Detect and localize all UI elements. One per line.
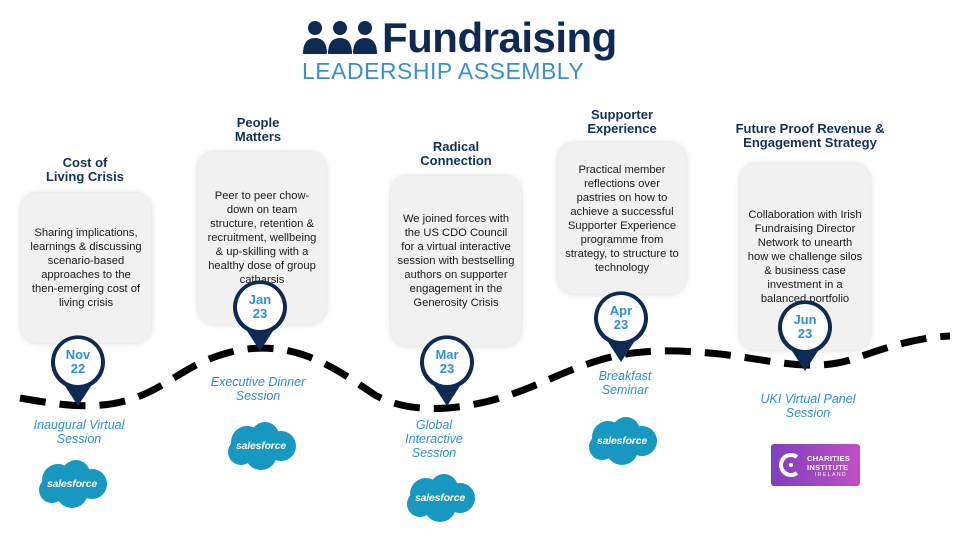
pin-year: 23 (797, 326, 813, 341)
pin-year: 23 (439, 361, 455, 376)
event-card: Peer to peer chow-down on team structure… (198, 152, 326, 324)
brand-subtitle: LEADERSHIP ASSEMBLY (302, 58, 585, 84)
salesforce-label: salesforce (415, 492, 465, 504)
charities-c-icon (779, 453, 799, 477)
date-pin: Apr 23 (591, 290, 651, 364)
pin-year: 22 (70, 361, 86, 376)
event-description: Collaboration with Irish Fundraising Dir… (747, 209, 863, 305)
event-description: We joined forces with the US CDO Council… (397, 213, 515, 309)
charities-line3: IRELAND (815, 472, 848, 478)
event-type: Executive Dinner Session (210, 375, 306, 403)
pin-month: Jan (248, 292, 272, 307)
people-group-icon (303, 21, 377, 54)
date-pin: Jan 23 (230, 279, 290, 353)
event-type: UKI Virtual Panel Session (760, 392, 856, 420)
pin-month: Jun (793, 312, 817, 327)
charities-institute-logo: CHARITIES INSTITUTE IRELAND (771, 444, 860, 486)
event-heading: People Matters (234, 115, 282, 144)
event-card: We joined forces with the US CDO Council… (391, 176, 521, 346)
event-card: Sharing implications, learnings & discus… (21, 193, 151, 343)
charities-line1: CHARITIES (807, 454, 851, 463)
salesforce-label: salesforce (597, 435, 647, 447)
event-heading: Cost of Living Crisis (45, 155, 125, 184)
pin-month: Mar (435, 347, 459, 362)
salesforce-logo: salesforce (36, 458, 108, 510)
brand-title: Fundraising (382, 14, 617, 61)
event-type: Breakfast Seminar (598, 369, 652, 397)
pin-year: 23 (613, 317, 629, 332)
event-card: Practical member reflections over pastri… (558, 143, 686, 294)
event-type: Inaugural Virtual Session (33, 418, 125, 446)
event-card: Collaboration with Irish Fundraising Dir… (740, 164, 870, 350)
brand-logo: Fundraising LEADERSHIP ASSEMBLY (300, 12, 660, 92)
salesforce-logo: salesforce (404, 472, 476, 524)
date-pin: Mar 23 (417, 334, 477, 408)
event-description: Sharing implications, learnings & discus… (30, 227, 142, 309)
event-heading: Supporter Experience (587, 107, 657, 136)
event-description: Peer to peer chow-down on team structure… (207, 190, 317, 286)
event-heading: Future Proof Revenue & Engagement Strate… (735, 121, 885, 150)
date-pin: Jun 23 (775, 299, 835, 373)
pin-month: Apr (609, 303, 633, 318)
charities-line2: INSTITUTE (807, 463, 849, 472)
date-pin: Nov 22 (48, 334, 108, 408)
event-heading: Radical Connection (420, 139, 492, 168)
salesforce-logo: salesforce (225, 420, 297, 472)
salesforce-logo: salesforce (586, 415, 658, 467)
event-description: Practical member reflections over pastri… (565, 163, 679, 274)
salesforce-label: salesforce (47, 478, 97, 490)
salesforce-label: salesforce (236, 440, 286, 452)
pin-year: 23 (252, 306, 268, 321)
event-type: Global Interactive Session (405, 418, 463, 460)
pin-month: Nov (65, 347, 91, 362)
